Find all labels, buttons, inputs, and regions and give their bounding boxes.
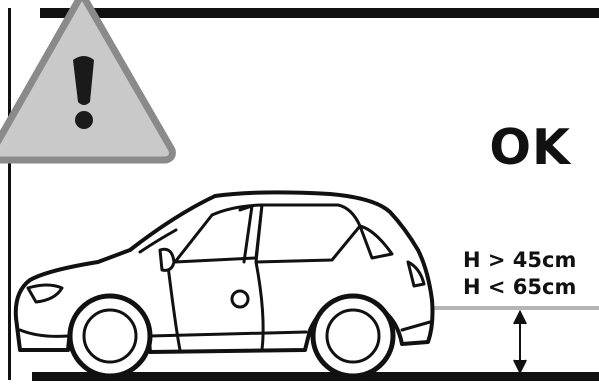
front-wheel — [70, 296, 150, 376]
car-icon — [16, 192, 433, 376]
rear-wheel — [313, 296, 393, 376]
min-height-label: H > 45cm — [463, 250, 576, 271]
ok-status-label: OK — [489, 123, 571, 172]
warning-triangle-icon — [0, 0, 172, 160]
height-arrow-icon — [514, 312, 526, 372]
max-height-label: H < 65cm — [463, 277, 576, 298]
